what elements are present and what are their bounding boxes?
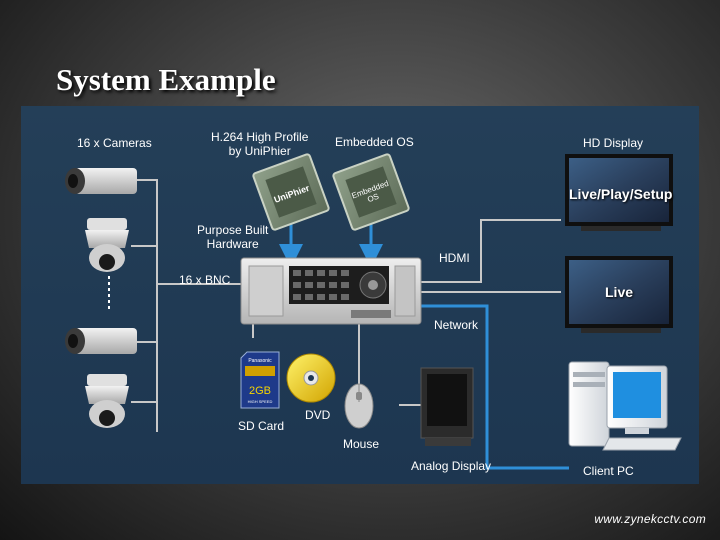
client-pc-label: Client PC <box>583 464 634 478</box>
sd-brand-text: Panasonic <box>248 358 272 364</box>
dvd-label: DVD <box>305 408 331 422</box>
mouse-label: Mouse <box>343 437 380 451</box>
footer-url: www.zynekcctv.com <box>594 512 706 526</box>
hd-display-icon <box>565 256 673 333</box>
embedded-os-chip-icon: EmbeddedOS <box>332 153 410 231</box>
hd-display-label: HD Display <box>583 136 644 150</box>
h264-label: H.264 High Profile by UniPhier <box>211 130 309 158</box>
uniphier-chip-icon: UniPhier <box>252 153 330 231</box>
network-label: Network <box>434 318 479 332</box>
network-line <box>421 304 569 470</box>
diagram-canvas: UniPhier EmbeddedOS <box>65 153 682 470</box>
system-diagram: UniPhier EmbeddedOS <box>21 106 699 484</box>
mouse-icon <box>344 383 374 429</box>
dome-camera-icon <box>85 374 129 428</box>
purpose-built-label: Purpose Built Hardware <box>197 223 269 251</box>
box-camera-icon <box>65 328 137 354</box>
sd-card-label: SD Card <box>238 419 285 433</box>
output-lines <box>421 219 561 293</box>
display1-screen-text: Live/Play/Setup <box>569 186 673 202</box>
analog-display-icon <box>420 367 474 446</box>
dvr-recorder-icon <box>240 257 422 325</box>
camera-bus-lines <box>131 179 241 432</box>
sd-capacity-text: 2GB <box>249 385 271 397</box>
client-pc-icon <box>568 361 682 451</box>
sd-speed-text: HIGH SPEED <box>248 399 273 404</box>
embedded-os-label: Embedded OS <box>335 135 414 149</box>
hd-display-icon <box>565 154 673 231</box>
slide-title: System Example <box>56 62 276 97</box>
dome-camera-icon <box>85 218 129 272</box>
display2-screen-text: Live <box>605 284 634 300</box>
hdmi-label: HDMI <box>439 251 470 265</box>
sd-card-icon: Panasonic 2GB HIGH SPEED <box>240 351 280 409</box>
analog-display-label: Analog Display <box>411 459 492 473</box>
dvd-disc-icon <box>286 353 336 403</box>
bnc-label: 16 x BNC <box>179 273 231 287</box>
cameras-label: 16 x Cameras <box>77 136 152 150</box>
box-camera-icon <box>65 168 137 194</box>
